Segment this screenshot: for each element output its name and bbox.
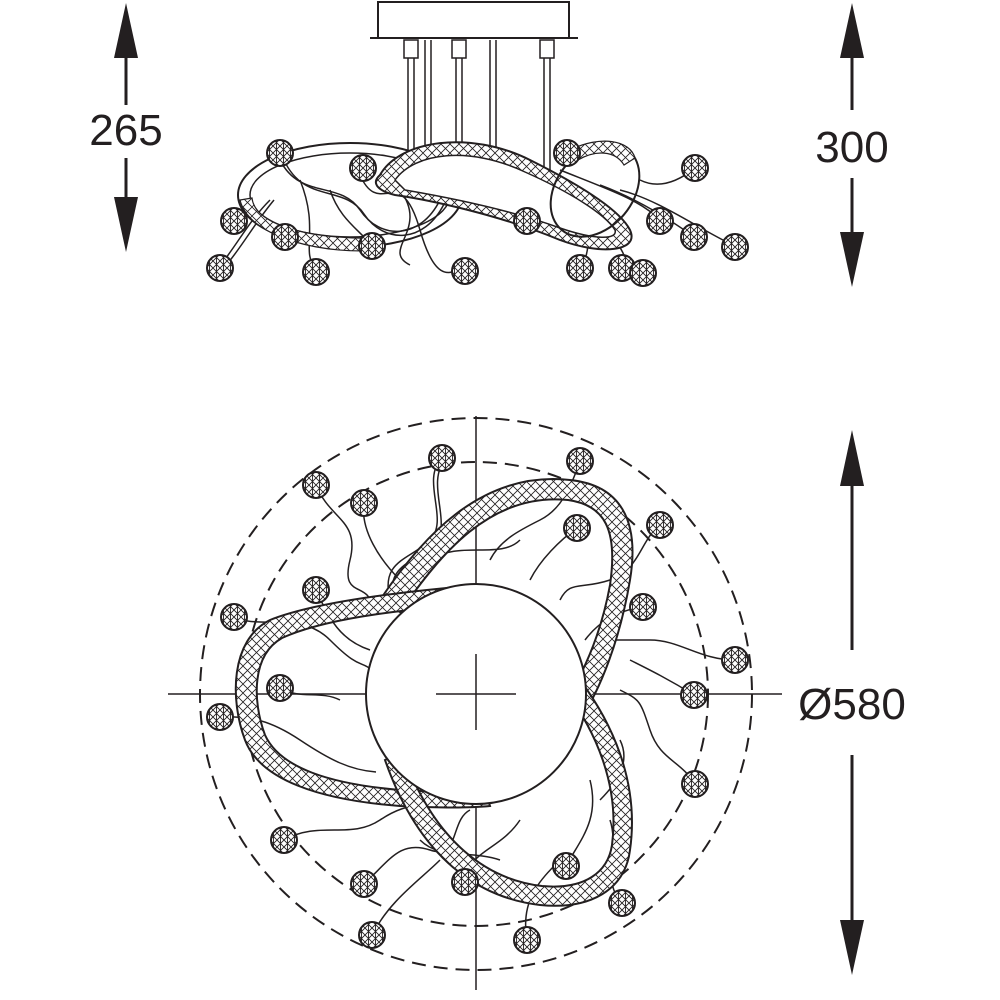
arrow-up-icon (840, 3, 864, 110)
crystal-ball (349, 154, 377, 182)
crystal-ball (266, 674, 294, 702)
top-view (168, 416, 782, 990)
crystal-ball (206, 703, 234, 731)
crystal-ball (302, 576, 330, 604)
dimension-label-300: 300 (815, 123, 888, 172)
crystal-ball (350, 489, 378, 517)
dimension-300: 300 (815, 3, 889, 287)
crystal-ball (358, 232, 386, 260)
crystal-ball (513, 926, 541, 954)
crystal-ball (302, 258, 330, 286)
top-ring-left (234, 583, 492, 809)
crystal-ball (681, 154, 709, 182)
crystal-ball (271, 223, 299, 251)
top-ring-lower (383, 678, 633, 907)
crystal-ball (220, 207, 248, 235)
crystal-ball (220, 603, 248, 631)
crystal-ball (681, 770, 709, 798)
crystal-ball (721, 646, 749, 674)
crystal-ball (206, 254, 234, 282)
crystal-ball (629, 259, 657, 287)
side-view (206, 1, 749, 287)
dimension-580: Ø580 (798, 430, 906, 975)
crystal-ball (566, 254, 594, 282)
arrow-down-icon (114, 158, 138, 252)
arrow-up-icon (840, 430, 864, 650)
dimension-label-580: Ø580 (798, 680, 906, 729)
crystal-ball (680, 681, 708, 709)
crystal-ball (270, 826, 298, 854)
arrow-down-icon (840, 178, 864, 287)
crystal-ball (646, 511, 674, 539)
crystal-ball (680, 223, 708, 251)
crystal-ball (563, 514, 591, 542)
arrow-down-icon (840, 755, 864, 975)
crystal-ball (350, 870, 378, 898)
crystal-ball (608, 889, 636, 917)
crystal-ball (302, 471, 330, 499)
dimension-label-265: 265 (89, 106, 162, 155)
arrow-up-icon (114, 3, 138, 105)
crystal-ball (552, 852, 580, 880)
side-ring-middle (374, 141, 633, 251)
crystal-ball (451, 257, 479, 285)
crystal-ball (266, 139, 294, 167)
crystal-ball (566, 447, 594, 475)
crystal-ball (358, 921, 386, 949)
crystal-ball (629, 593, 657, 621)
crystal-ball (513, 207, 541, 235)
crystal-ball (646, 207, 674, 235)
crystal-ball (721, 233, 749, 261)
crystal-ball (553, 139, 581, 167)
crystal-ball (428, 444, 456, 472)
ceiling-canopy (370, 1, 578, 59)
globe-crosshair (436, 654, 516, 730)
crystal-ball (451, 868, 479, 896)
dimension-265: 265 (89, 3, 163, 252)
